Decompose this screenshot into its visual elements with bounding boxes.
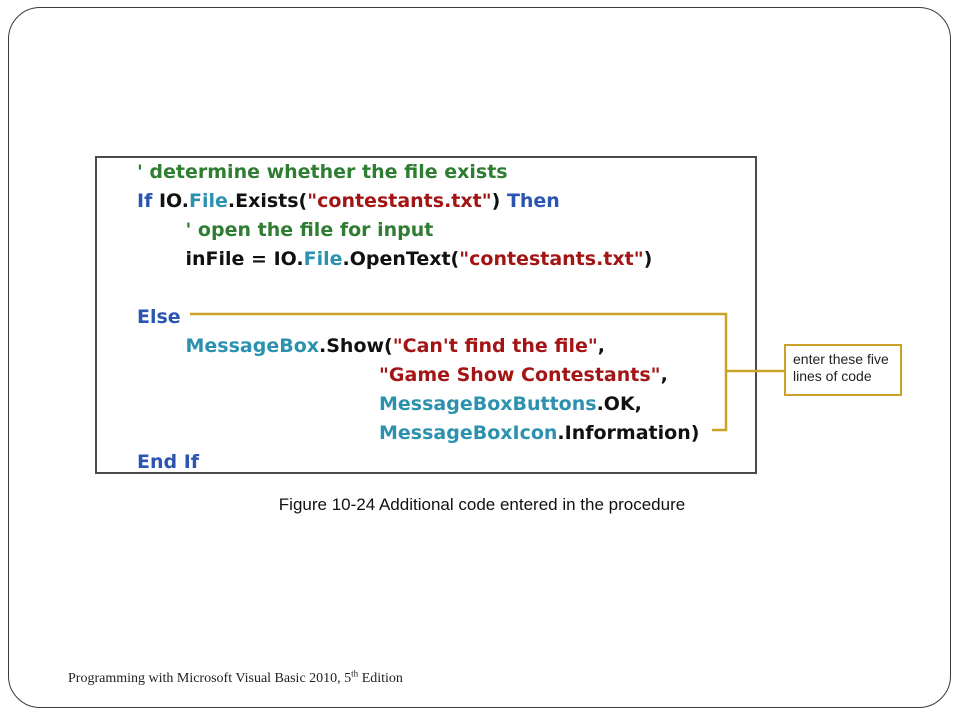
code-line: If IO.File.Exists("contestants.txt") The… [137, 187, 560, 216]
code-token-type: File [188, 190, 228, 212]
callout-line-1: enter these five [793, 351, 889, 367]
footer-suffix: Edition [358, 671, 403, 686]
code-token-string: "Can't find the file" [392, 335, 598, 357]
code-token-plain: inFile = IO. [185, 248, 304, 270]
code-token-plain: .OpenText( [342, 248, 460, 270]
code-token-string: "Game Show Contestants" [379, 364, 661, 386]
code-line: ' determine whether the file exists [137, 158, 508, 187]
code-line: MessageBoxButtons.OK, [379, 390, 642, 419]
code-token-plain: .Exists( [227, 190, 308, 212]
code-token-type: MessageBoxButtons [379, 393, 597, 415]
callout-line-2: lines of code [793, 368, 872, 384]
footer-citation: Programming with Microsoft Visual Basic … [68, 668, 403, 687]
code-token-plain: , [597, 335, 605, 357]
footer-superscript: th [351, 668, 359, 679]
code-token-keyword: End If [137, 451, 200, 473]
code-line: inFile = IO.File.OpenText("contestants.t… [186, 245, 653, 274]
code-line: "Game Show Contestants", [379, 361, 668, 390]
figure-caption: Figure 10-24 Additional code entered in … [0, 495, 960, 515]
figure-caption-text: Figure 10-24 Additional code entered in … [278, 495, 686, 514]
code-line: End If [137, 448, 199, 477]
code-token-type: MessageBoxIcon [379, 422, 558, 444]
code-token-keyword: If [137, 190, 159, 212]
code-token-string: "contestants.txt" [459, 248, 644, 270]
code-token-plain: .Information) [557, 422, 700, 444]
code-token-plain: ) [491, 190, 507, 212]
code-token-plain: ) [643, 248, 653, 270]
code-line: ' open the file for input [186, 216, 434, 245]
callout-box: enter these five lines of code [784, 344, 902, 396]
code-token-plain: .OK, [596, 393, 642, 415]
code-token-plain: , [660, 364, 668, 386]
code-token-comment: ' open the file for input [185, 219, 434, 241]
code-token-plain: IO. [158, 190, 189, 212]
code-line: Else [137, 303, 181, 332]
code-token-type: MessageBox [185, 335, 320, 357]
code-token-plain: .Show( [319, 335, 393, 357]
code-token-comment: ' determine whether the file exists [137, 161, 508, 183]
code-token-keyword: Else [137, 306, 181, 328]
footer-text: Programming with Microsoft Visual Basic … [68, 671, 352, 686]
code-token-keyword: Then [506, 190, 560, 212]
code-token-type: File [303, 248, 343, 270]
code-token-string: "contestants.txt" [307, 190, 492, 212]
code-line: MessageBoxIcon.Information) [379, 419, 699, 448]
code-line: MessageBox.Show("Can't find the file", [186, 332, 605, 361]
